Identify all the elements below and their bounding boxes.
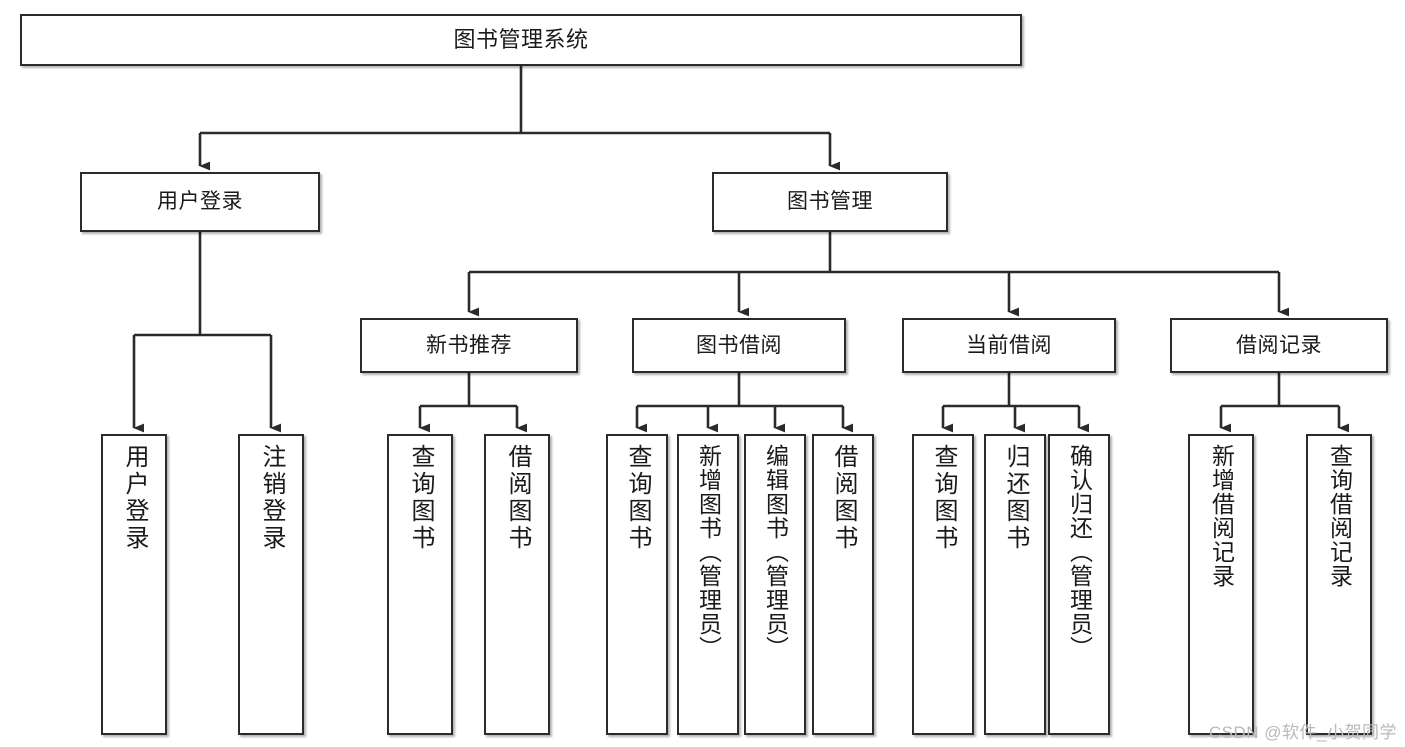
node-leaf-query-book-1[interactable]: 查询图书 [387,434,453,735]
node-root-label: 图书管理系统 [453,26,589,52]
node-leaf-user-logout-label: 注销登录 [258,444,285,552]
node-leaf-edit-book-label: 编辑图书（管理员） [762,444,789,660]
node-leaf-add-record[interactable]: 新增借阅记录 [1188,434,1254,735]
node-borrow-record[interactable]: 借阅记录 [1170,318,1388,373]
node-leaf-query-book-3[interactable]: 查询图书 [912,434,974,735]
node-leaf-user-logout[interactable]: 注销登录 [238,434,304,735]
node-leaf-borrow-book-2-label: 借阅图书 [830,444,857,552]
node-book-manage-label: 图书管理 [787,190,873,214]
node-borrow-record-label: 借阅记录 [1236,333,1322,357]
node-user-login-label: 用户登录 [157,190,243,214]
node-leaf-query-record-label: 查询借阅记录 [1326,444,1353,588]
csdn-watermark: CSDN @软件_小贺同学 [1208,723,1397,742]
node-leaf-borrow-book-1-label: 借阅图书 [504,444,531,552]
node-leaf-edit-book[interactable]: 编辑图书（管理员） [744,434,806,735]
node-book-borrow[interactable]: 图书借阅 [632,318,846,373]
node-leaf-borrow-book-2[interactable]: 借阅图书 [812,434,874,735]
node-leaf-user-login-label: 用户登录 [121,444,148,552]
node-user-login[interactable]: 用户登录 [80,172,320,232]
node-leaf-add-book-label: 新增图书（管理员） [695,444,722,660]
node-leaf-borrow-book-1[interactable]: 借阅图书 [484,434,550,735]
node-leaf-query-book-3-label: 查询图书 [930,444,957,552]
node-root[interactable]: 图书管理系统 [20,14,1022,66]
node-leaf-user-login[interactable]: 用户登录 [101,434,167,735]
node-new-book-rec-label: 新书推荐 [426,333,512,357]
node-book-borrow-label: 图书借阅 [696,333,782,357]
node-leaf-query-book-2-label: 查询图书 [624,444,651,552]
node-book-manage[interactable]: 图书管理 [712,172,948,232]
node-leaf-query-record[interactable]: 查询借阅记录 [1306,434,1372,735]
node-current-borrow-label: 当前借阅 [966,333,1052,357]
node-leaf-return-book[interactable]: 归还图书 [984,434,1046,735]
node-leaf-add-book[interactable]: 新增图书（管理员） [677,434,739,735]
node-leaf-add-record-label: 新增借阅记录 [1208,444,1235,588]
node-leaf-confirm-return[interactable]: 确认归还（管理员） [1048,434,1110,735]
node-leaf-query-book-1-label: 查询图书 [407,444,434,552]
node-leaf-confirm-return-label: 确认归还（管理员） [1066,444,1093,660]
node-new-book-rec[interactable]: 新书推荐 [360,318,578,373]
node-leaf-query-book-2[interactable]: 查询图书 [606,434,668,735]
node-current-borrow[interactable]: 当前借阅 [902,318,1116,373]
node-leaf-return-book-label: 归还图书 [1002,444,1029,552]
